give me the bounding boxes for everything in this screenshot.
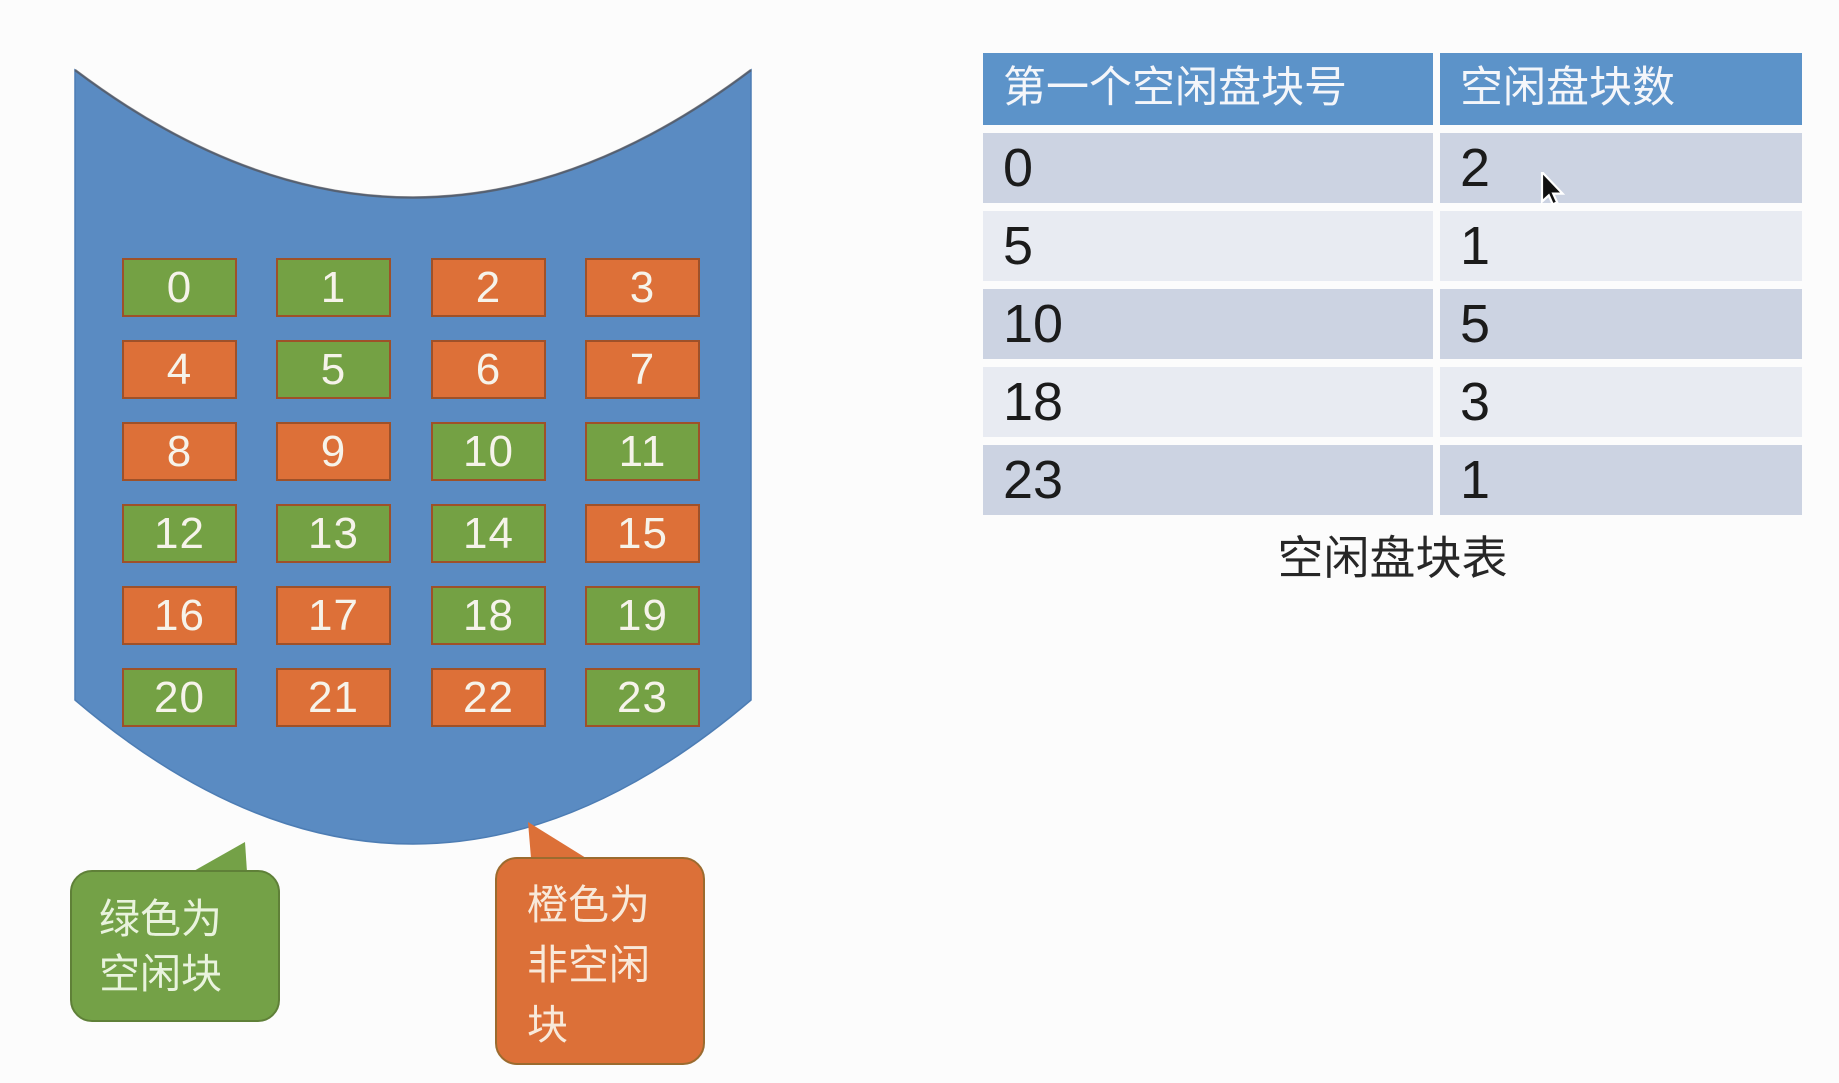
disk-block-9: 9 xyxy=(276,422,391,481)
disk-block-0: 0 xyxy=(122,258,237,317)
disk-cylinder-rim xyxy=(74,69,752,199)
green-bubble-tail xyxy=(192,842,247,872)
disk-block-17: 17 xyxy=(276,586,391,645)
disk-block-7: 7 xyxy=(585,340,700,399)
table-caption: 空闲盘块表 xyxy=(1277,533,1508,584)
cell-first-free-block: 23 xyxy=(983,445,1433,515)
disk-block-20: 20 xyxy=(122,668,237,727)
disk-block-1: 1 xyxy=(276,258,391,317)
legend-text-line: 块 xyxy=(527,1002,568,1048)
disk-block-5: 5 xyxy=(276,340,391,399)
disk-block-11: 11 xyxy=(585,422,700,481)
cell-first-free-block: 5 xyxy=(983,211,1433,281)
cell-free-block-count: 1 xyxy=(1440,211,1802,281)
disk-block-6: 6 xyxy=(431,340,546,399)
disk-block-22: 22 xyxy=(431,668,546,727)
cell-free-block-count: 2 xyxy=(1440,133,1802,203)
cell-free-block-count: 3 xyxy=(1440,367,1802,437)
disk-block-4: 4 xyxy=(122,340,237,399)
cell-first-free-block: 0 xyxy=(983,133,1433,203)
table-header-first-free-block: 第一个空闲盘块号 xyxy=(983,53,1433,125)
disk-block-21: 21 xyxy=(276,668,391,727)
legend-text-line: 非空闲 xyxy=(527,942,650,988)
mouse-cursor-icon xyxy=(1540,172,1566,206)
disk-block-14: 14 xyxy=(431,504,546,563)
disk-block-2: 2 xyxy=(431,258,546,317)
cell-first-free-block: 10 xyxy=(983,289,1433,359)
disk-block-10: 10 xyxy=(431,422,546,481)
legend-orange-bubble: 橙色为非空闲块 xyxy=(495,857,705,1065)
table-header-free-block-count: 空闲盘块数 xyxy=(1440,53,1802,125)
disk-block-16: 16 xyxy=(122,586,237,645)
legend-text-line: 绿色为 xyxy=(99,896,222,942)
disk-block-3: 3 xyxy=(585,258,700,317)
cursor-arrow xyxy=(1540,172,1566,206)
cell-first-free-block: 18 xyxy=(983,367,1433,437)
legend-green-bubble: 绿色为空闲块 xyxy=(70,870,280,1022)
legend-text-line: 空闲块 xyxy=(99,951,222,997)
disk-block-19: 19 xyxy=(585,586,700,645)
table-header-row: 第一个空闲盘块号 空闲盘块数 xyxy=(983,53,1802,125)
disk-block-12: 12 xyxy=(122,504,237,563)
orange-bubble-tail xyxy=(528,822,586,858)
cell-free-block-count: 5 xyxy=(1440,289,1802,359)
cell-free-block-count: 1 xyxy=(1440,445,1802,515)
disk-block-18: 18 xyxy=(431,586,546,645)
disk-block-13: 13 xyxy=(276,504,391,563)
disk-block-23: 23 xyxy=(585,668,700,727)
disk-block-15: 15 xyxy=(585,504,700,563)
legend-text-line: 橙色为 xyxy=(527,882,650,928)
disk-block-8: 8 xyxy=(122,422,237,481)
